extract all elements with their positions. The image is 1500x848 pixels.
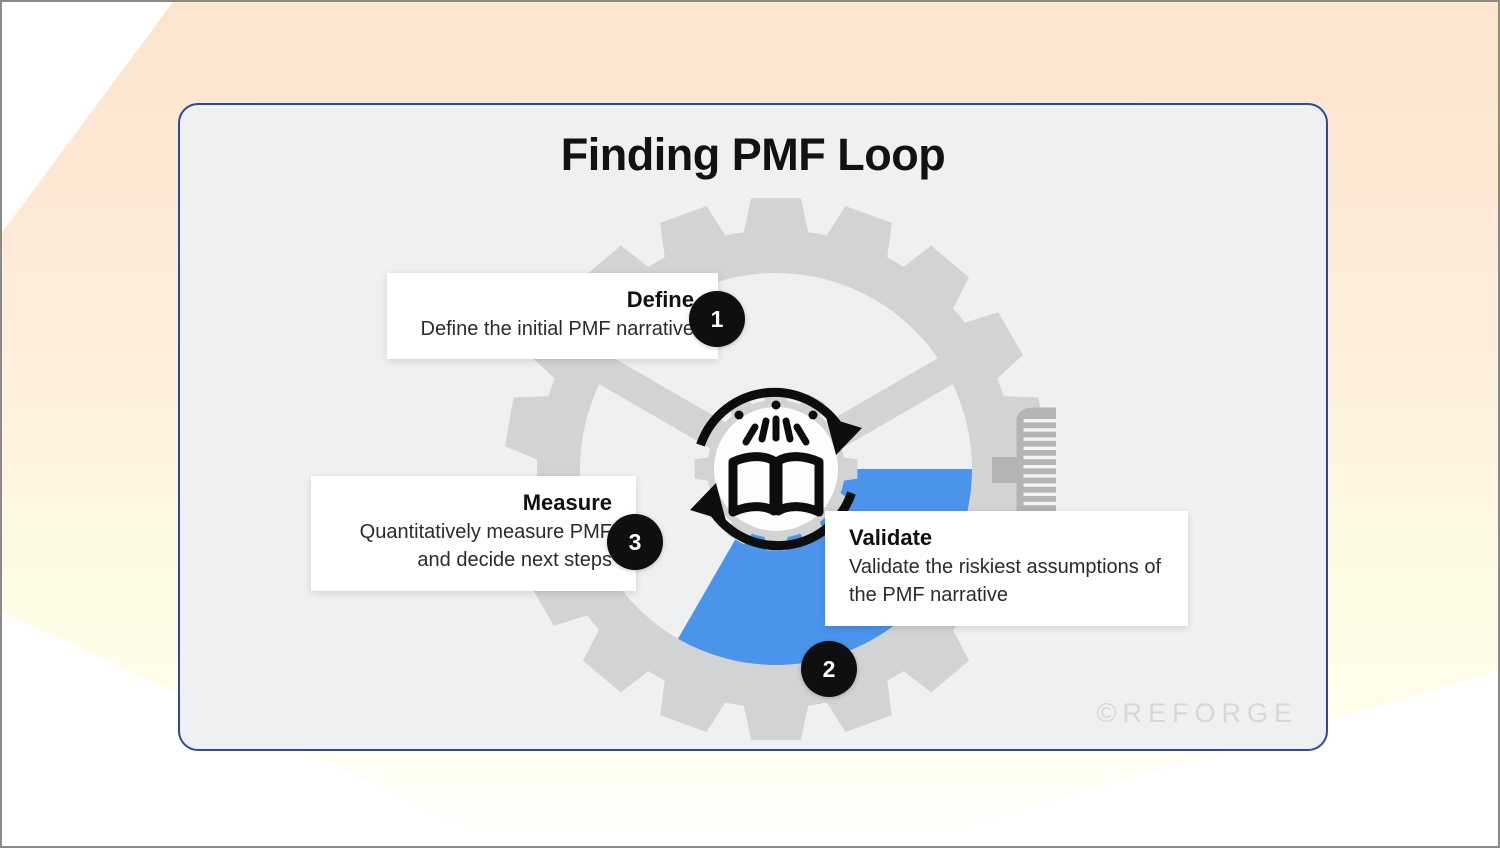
- step-badge-2[interactable]: 2: [801, 641, 857, 697]
- step-badge-3[interactable]: 3: [607, 514, 663, 570]
- step-card-define[interactable]: Define Define the initial PMF narrative: [387, 273, 718, 360]
- step-card-title: Measure: [522, 490, 612, 515]
- open-book-icon: [728, 452, 824, 517]
- step-card-title: Validate: [849, 525, 933, 550]
- step-card-description: Validate the riskiest assumptions of the…: [849, 555, 1162, 607]
- content-panel: Finding PMF Loop: [178, 103, 1328, 751]
- sparkle-dots: [734, 400, 818, 420]
- step-card-description: Define the initial PMF narrative: [420, 317, 694, 340]
- step-card-description: Quantitatively measure PMF and decide ne…: [359, 520, 612, 572]
- sparkle-rays: [742, 415, 810, 446]
- page-title: Finding PMF Loop: [560, 129, 946, 180]
- pmf-loop-diagram: Define Define the initial PMF narrative …: [180, 105, 1326, 749]
- step-card-title: Define: [626, 287, 694, 312]
- step-card-validate[interactable]: Validate Validate the riskiest assumptio…: [825, 511, 1188, 626]
- step-card-measure[interactable]: Measure Quantitatively measure PMF and d…: [311, 476, 636, 591]
- step-badge-1[interactable]: 1: [689, 291, 745, 347]
- reforge-watermark: ©REFORGE: [1096, 698, 1298, 728]
- loop-arrowheads: [690, 417, 862, 521]
